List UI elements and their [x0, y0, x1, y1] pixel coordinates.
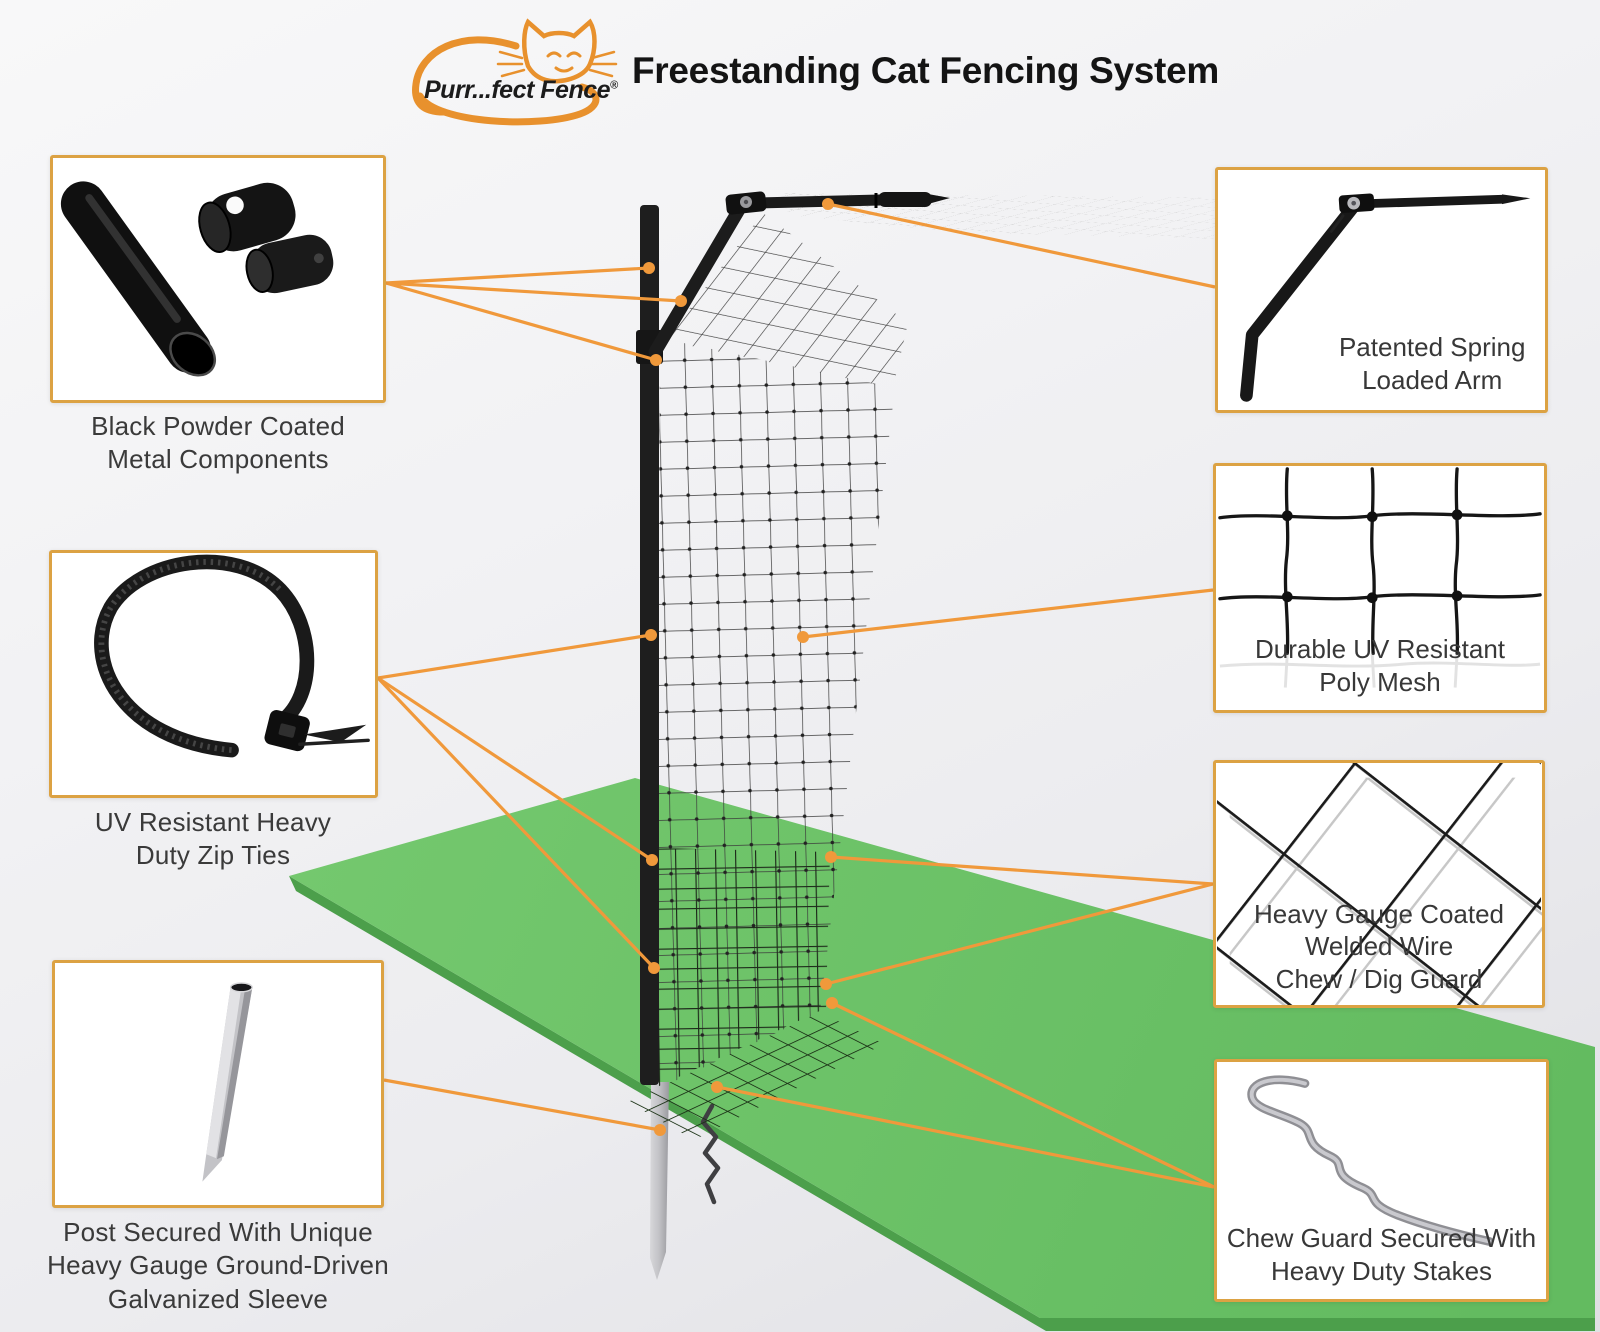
caption-spring-arm: Patented Spring Loaded Arm: [1338, 332, 1526, 395]
registered-mark: ®: [610, 79, 618, 92]
ground-sleeve-image: [202, 982, 253, 1182]
callout-box-poly-mesh: Durable UV Resistant Poly Mesh: [1213, 463, 1547, 713]
caption-poly-mesh: Durable UV Resistant Poly Mesh: [1255, 634, 1505, 697]
caption-ground-sleeve: Post Secured With Unique Heavy Gauge Gro…: [47, 1217, 389, 1314]
brand-name: Purr...fect Fence®: [424, 76, 618, 104]
metal-components-image: [60, 181, 334, 377]
callout-box-metal-components: [50, 155, 386, 403]
poly-mesh-image: [1218, 467, 1542, 688]
page-title: Freestanding Cat Fencing System: [632, 50, 1219, 91]
callout-box-zip-ties: [49, 550, 378, 798]
caption-metal-components: Black Powder Coated Metal Components: [91, 411, 345, 475]
caption-zip-ties: UV Resistant Heavy Duty Zip Ties: [94, 807, 332, 871]
zip-ties-image: [94, 554, 370, 758]
header: Purr...fect Fence® Freestanding Cat Fenc…: [0, 0, 1600, 140]
